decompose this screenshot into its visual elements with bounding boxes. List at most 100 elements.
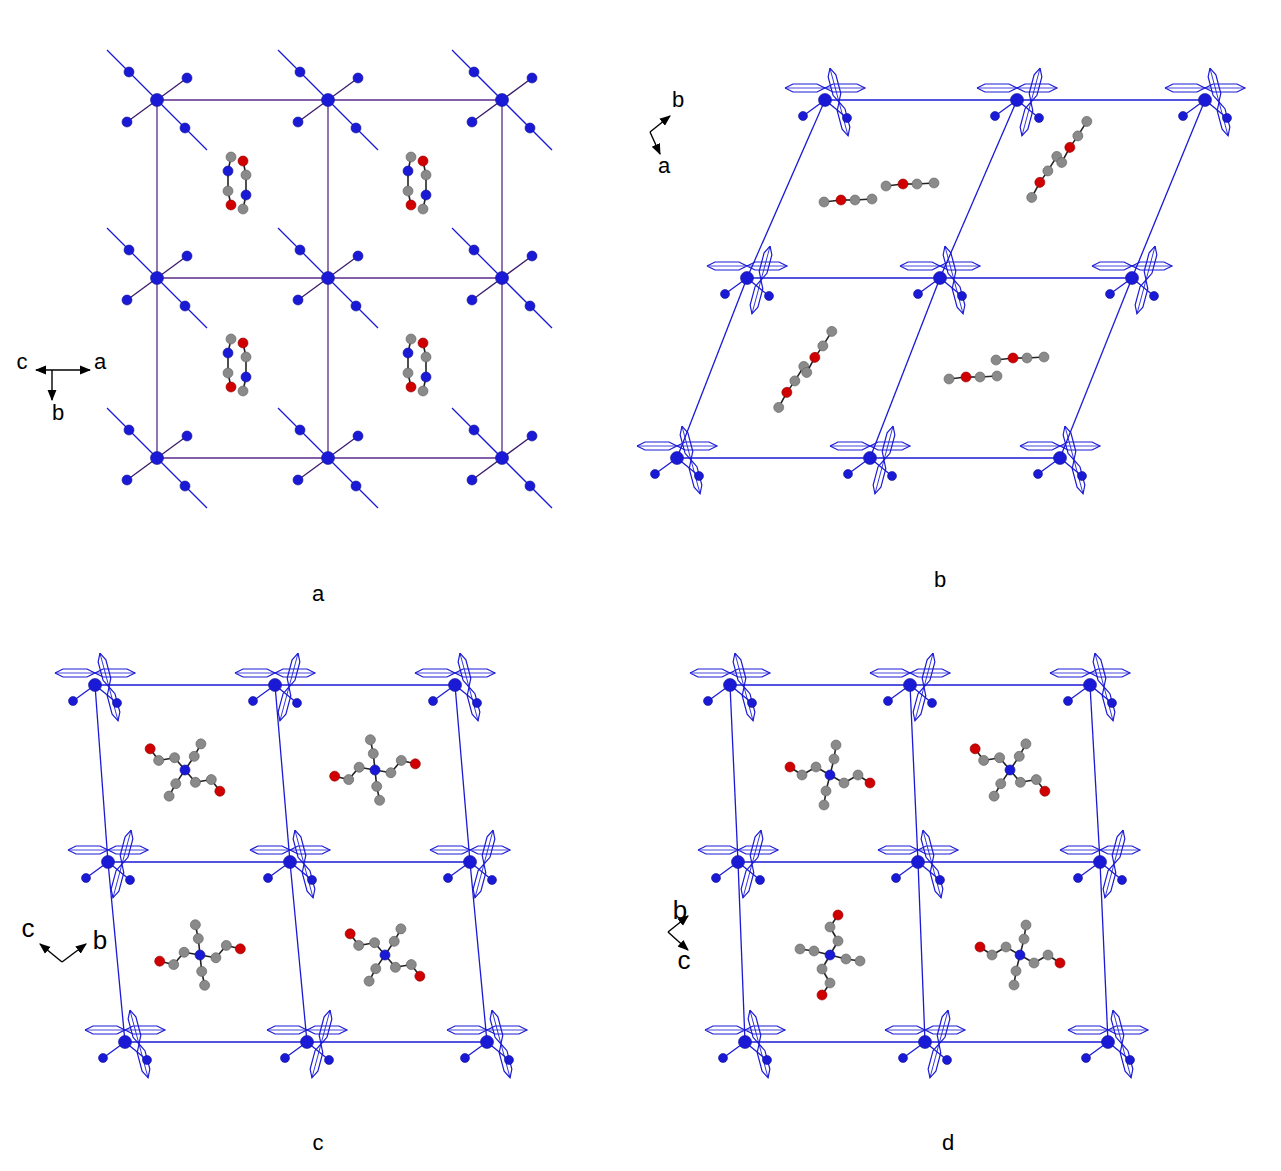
lattice-line: [157, 277, 328, 278]
atom: [418, 338, 428, 348]
atom: [1014, 776, 1027, 789]
atom: [1004, 764, 1017, 777]
atom: [888, 472, 897, 481]
atom: [226, 382, 236, 392]
ligand-axis: [900, 266, 980, 267]
atom: [825, 770, 835, 780]
atom: [1034, 470, 1043, 479]
metal-node: [464, 856, 477, 869]
atom: [1038, 785, 1051, 798]
ligand-axis: [295, 830, 313, 898]
atom: [488, 876, 497, 885]
atom: [898, 179, 908, 189]
atom: [1126, 1056, 1135, 1065]
lattice-line: [925, 1041, 1108, 1042]
atom: [1013, 750, 1026, 763]
metal-node: [102, 856, 115, 869]
atom: [1080, 114, 1094, 128]
axis-label: c: [678, 947, 691, 973]
atom: [367, 747, 380, 760]
atom: [238, 386, 248, 396]
ligand-outline: [1060, 846, 1140, 854]
ligand-axis: [447, 1030, 527, 1031]
ligand-axis: [1165, 88, 1245, 89]
ligand-ring: [1060, 846, 1140, 854]
axis-label: a: [658, 155, 670, 177]
ligand-ring: [977, 84, 1057, 92]
atom: [418, 156, 428, 166]
ligand-axis: [1105, 830, 1123, 898]
lattice-line: [157, 99, 328, 100]
atom: [352, 939, 365, 952]
ligand-outline: [447, 1026, 527, 1034]
atom: [992, 371, 1002, 381]
atom: [238, 338, 248, 348]
ligand-outline: [705, 1026, 785, 1034]
metal-node: [1011, 94, 1024, 107]
spoke: [298, 436, 358, 480]
atom: [788, 374, 802, 388]
atom: [328, 770, 341, 783]
ligand-axis: [930, 1010, 948, 1078]
ligand-outline: [1068, 1026, 1148, 1034]
metal-node: [284, 856, 297, 869]
guest-molecule: [223, 152, 251, 214]
atom: [82, 874, 91, 883]
spoke: [127, 78, 187, 122]
atom: [353, 73, 363, 83]
panel-label: d: [942, 1132, 954, 1154]
ligand-ring: [267, 1026, 347, 1034]
guest-molecule: [331, 907, 440, 1004]
atom: [719, 1054, 728, 1063]
guest-molecule: [403, 334, 431, 396]
metal-node: [741, 272, 754, 285]
atom: [1055, 155, 1069, 169]
atom: [1043, 950, 1053, 960]
spoke: [472, 256, 532, 300]
axis-indicators: [36, 116, 688, 962]
atom: [205, 773, 218, 786]
atom: [325, 1056, 334, 1065]
panel-label: b: [934, 569, 946, 591]
atom: [1008, 353, 1018, 363]
atom: [1015, 950, 1025, 960]
atom: [1021, 920, 1031, 930]
guest-molecule: [785, 740, 875, 810]
atom: [295, 67, 305, 77]
atom: [756, 876, 765, 885]
atom: [780, 385, 794, 399]
ligand-ring: [1092, 262, 1172, 270]
ligand-axis: [735, 653, 753, 721]
ligand-outline: [1020, 442, 1100, 450]
atom: [1150, 292, 1159, 301]
ligand-axis: [885, 1030, 965, 1031]
ligand-axis: [250, 850, 330, 851]
ligand-axis: [752, 246, 770, 314]
atom: [180, 123, 190, 133]
atom: [809, 946, 819, 956]
atom: [881, 181, 891, 191]
atom: [389, 961, 402, 974]
atom: [178, 946, 191, 959]
atom: [241, 372, 251, 382]
atom: [1082, 1054, 1091, 1063]
guest-molecule: [956, 722, 1065, 819]
ligand-outline: [830, 442, 910, 450]
atom: [473, 699, 482, 708]
ligand-outline: [1092, 262, 1172, 270]
lattice-line: [825, 99, 1017, 100]
atom: [469, 425, 479, 435]
ligand-ring: [447, 1026, 527, 1034]
lattice-line: [870, 278, 940, 458]
ligand-ring: [637, 442, 717, 450]
atom: [403, 186, 413, 196]
atom: [384, 766, 397, 779]
atom: [819, 197, 829, 207]
atom: [226, 200, 236, 210]
axis-label: b: [93, 927, 107, 953]
atom: [525, 481, 535, 491]
atom: [295, 425, 305, 435]
atom: [226, 152, 236, 162]
metal-node: [496, 272, 509, 285]
